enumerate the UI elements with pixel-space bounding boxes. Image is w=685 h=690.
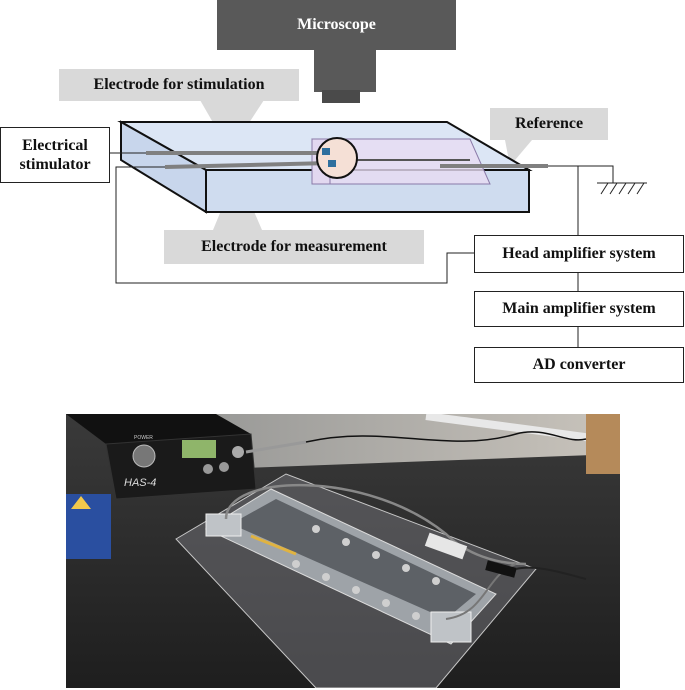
electrical-stimulator-line1: Electrical — [22, 137, 88, 154]
chamber-wire-1 — [224, 483, 527, 566]
measurement-electrode-label: Electrode for measurement — [164, 230, 424, 264]
electrical-stimulator-box: Electrical stimulator — [0, 127, 110, 183]
reference-label: Reference — [490, 108, 608, 140]
power-knob-icon — [132, 444, 156, 468]
microscope-body — [217, 0, 456, 50]
white-connector — [424, 532, 468, 560]
lcd-display — [182, 440, 216, 458]
black-wire — [305, 431, 587, 443]
head-amplifier-box: Head amplifier system — [474, 235, 684, 273]
screw-row-icons — [292, 525, 440, 620]
amplifier-device-top — [66, 414, 251, 444]
amplifier-device-front — [105, 433, 257, 500]
microscope-objective — [314, 50, 376, 92]
device-photograph: POWER HAS-4 — [66, 414, 620, 688]
chamber-channel — [231, 499, 476, 619]
reference-ground-wire — [548, 165, 614, 183]
cardboard-box — [586, 414, 620, 474]
main-amplifier-box: Main amplifier system — [474, 291, 684, 327]
warning-label — [71, 496, 91, 509]
sample-slice — [316, 137, 358, 179]
microscope-label: Microscope — [297, 16, 376, 33]
measurement-electrode-tip — [328, 160, 336, 167]
end-block-left — [205, 513, 242, 537]
end-block-right — [430, 611, 472, 643]
measurement-to-head-amp-wire — [115, 166, 474, 284]
stimulation-electrode-tip — [322, 148, 330, 155]
microscope-lens-tip — [322, 90, 360, 103]
measurement-electrode-rod — [164, 161, 331, 169]
ground-hatch-icon — [600, 182, 645, 195]
black-connector — [485, 560, 517, 578]
device-cable — [245, 440, 307, 454]
power-label: POWER — [134, 435, 153, 441]
connector-2-icon — [219, 462, 229, 472]
stimulation-electrode-label: Electrode for stimulation — [59, 69, 299, 101]
yellow-electrode — [250, 534, 297, 556]
connector-1-icon — [203, 464, 213, 474]
device-brand-text: HAS-4 — [124, 477, 156, 489]
electrical-stimulator-line2: stimulator — [19, 156, 91, 173]
blue-box — [66, 494, 111, 559]
connector-3-icon — [232, 446, 244, 458]
ad-converter-box: AD converter — [474, 347, 684, 383]
connector-cable — [515, 566, 587, 580]
